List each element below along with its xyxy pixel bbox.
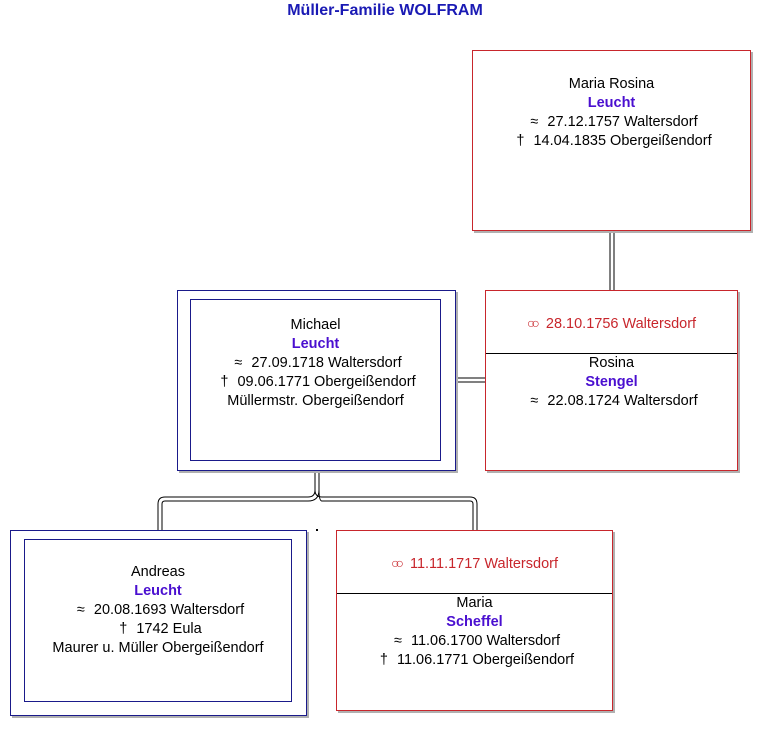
baptism-icon: ≈ xyxy=(530,393,539,409)
given-name: Maria Rosina xyxy=(568,76,655,92)
card-inner-border: Michael Leucht ≈ 27.09.1718 Waltersdorf … xyxy=(190,299,441,461)
baptism-icon: ≈ xyxy=(393,633,402,649)
death-cross-icon: † xyxy=(119,621,128,637)
person-card-michael[interactable]: Michael Leucht ≈ 27.09.1718 Waltersdorf … xyxy=(177,290,456,471)
baptism-line: ≈ 11.06.1700 Waltersdorf xyxy=(337,632,612,651)
death-date: 14.04.1835 Obergeißendorf xyxy=(533,133,712,149)
marriage-rings-icon: ○○ xyxy=(391,555,404,571)
person-card-andreas[interactable]: Andreas Leucht ≈ 20.08.1693 Waltersdorf … xyxy=(10,530,307,716)
death-line: † 09.06.1771 Obergeißendorf xyxy=(191,373,440,392)
marriage-line: ○○ 28.10.1756 Waltersdorf xyxy=(486,291,737,354)
given-name: Rosina xyxy=(588,355,635,371)
death-date: 09.06.1771 Obergeißendorf xyxy=(237,374,416,390)
spouse-card-maria-scheffel[interactable]: ○○ 11.11.1717 Waltersdorf Maria Scheffel… xyxy=(336,530,613,711)
baptism-icon: ≈ xyxy=(530,114,539,130)
surname: Leucht xyxy=(587,95,636,111)
death-cross-icon: † xyxy=(379,652,388,668)
chart-title: Müller-Familie WOLFRAM xyxy=(287,2,483,19)
surname: Leucht xyxy=(291,336,340,352)
marriage-date: 11.11.1717 Waltersdorf xyxy=(409,556,558,572)
baptism-line: ≈ 22.08.1724 Waltersdorf xyxy=(486,392,737,411)
card-inner-border: Andreas Leucht ≈ 20.08.1693 Waltersdorf … xyxy=(24,539,292,702)
marriage-rings-icon: ○○ xyxy=(526,315,540,331)
surname: Stengel xyxy=(585,374,638,390)
death-line: † 11.06.1771 Obergeißendorf xyxy=(337,651,612,670)
baptism-line: ≈ 27.12.1757 Waltersdorf xyxy=(473,113,750,132)
baptism-date: 20.08.1693 Waltersdorf xyxy=(93,602,245,618)
death-line: † 14.04.1835 Obergeißendorf xyxy=(473,132,750,151)
marriage-line: ○○ 11.11.1717 Waltersdorf xyxy=(337,531,612,594)
occupation: Maurer u. Müller Obergeißendorf xyxy=(52,640,264,656)
death-line: † 1742 Eula xyxy=(25,620,291,639)
surname: Scheffel xyxy=(446,614,503,630)
surname: Leucht xyxy=(134,583,182,599)
baptism-date: 27.09.1718 Waltersdorf xyxy=(251,355,402,371)
death-cross-icon: † xyxy=(220,374,229,390)
death-cross-icon: † xyxy=(516,133,525,149)
baptism-date: 11.06.1700 Waltersdorf xyxy=(410,633,561,649)
baptism-date: 27.12.1757 Waltersdorf xyxy=(547,114,698,130)
marriage-date: 28.10.1756 Waltersdorf xyxy=(545,316,697,332)
given-name: Michael xyxy=(290,317,341,333)
death-date: 11.06.1771 Obergeißendorf xyxy=(396,652,575,668)
death-date: 1742 Eula xyxy=(136,621,202,637)
spouse-card-rosina[interactable]: ○○ 28.10.1756 Waltersdorf Rosina Stengel… xyxy=(485,290,738,471)
baptism-date: 22.08.1724 Waltersdorf xyxy=(547,393,698,409)
person-card-maria-rosina[interactable]: Maria Rosina Leucht ≈ 27.12.1757 Walters… xyxy=(472,50,751,231)
given-name: Maria xyxy=(456,595,493,611)
baptism-icon: ≈ xyxy=(76,602,85,618)
baptism-line: ≈ 27.09.1718 Waltersdorf xyxy=(191,354,440,373)
occupation: Müllermstr. Obergeißendorf xyxy=(227,393,404,409)
given-name: Andreas xyxy=(130,564,185,580)
baptism-line: ≈ 20.08.1693 Waltersdorf xyxy=(25,601,291,620)
baptism-icon: ≈ xyxy=(234,355,243,371)
